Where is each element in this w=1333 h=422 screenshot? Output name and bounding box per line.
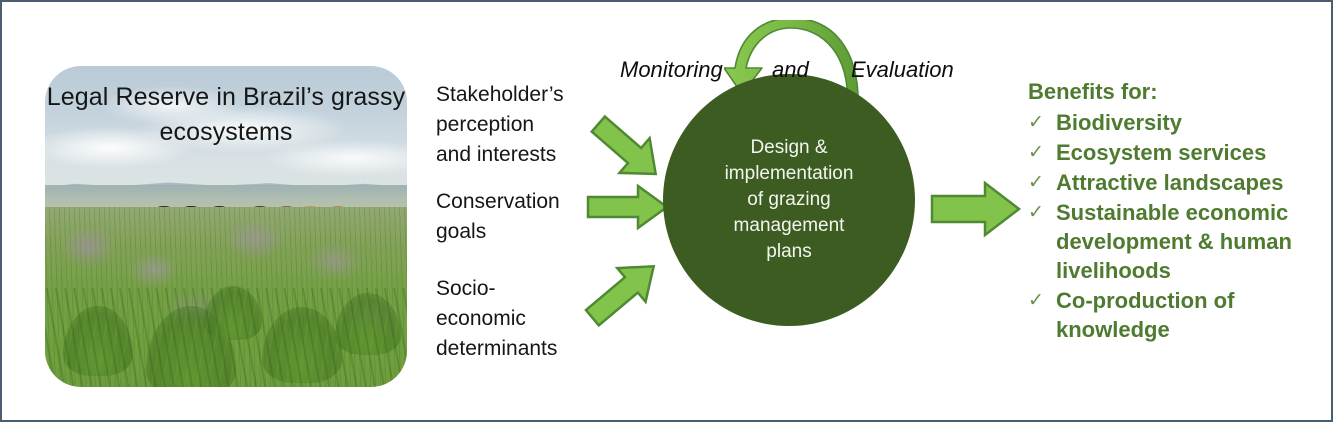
grass-tussock — [63, 306, 134, 377]
input-label-socio-economic-determinants: Socio- economic determinants — [436, 277, 558, 360]
grass-tussock — [146, 305, 237, 387]
benefit-item-biodiversity: ✓ Biodiversity — [1028, 108, 1328, 137]
arrow-right-icon — [586, 184, 670, 230]
benefits-panel: Benefits for: ✓ Biodiversity ✓ Ecosystem… — [1028, 78, 1328, 345]
photo-caption: Legal Reserve in Brazil’s grassy ecosyst… — [46, 83, 406, 146]
label-and: and — [772, 57, 809, 82]
benefits-title: Benefits for: — [1028, 79, 1158, 104]
benefit-item-co-production-of-knowledge: ✓ Co-production of knowledge — [1028, 286, 1328, 344]
benefit-label: Attractive landscapes — [1056, 170, 1284, 195]
check-icon: ✓ — [1028, 142, 1044, 163]
label-evaluation: Evaluation — [851, 57, 954, 82]
photo-grassland — [45, 207, 407, 387]
monitoring-evaluation-arc-arrow-icon — [724, 20, 859, 112]
benefit-label: Ecosystem services — [1056, 140, 1267, 165]
benefit-label: Sustainable economic development & human… — [1056, 200, 1292, 283]
benefit-item-attractive-landscapes: ✓ Attractive landscapes — [1028, 168, 1328, 197]
benefit-label: Co-production of knowledge — [1056, 288, 1235, 342]
arrow-diagonal-down-right-icon — [589, 114, 658, 176]
central-process-label: Design & implementation of grazing manag… — [724, 137, 854, 262]
check-icon: ✓ — [1028, 202, 1044, 223]
grass-tussock — [262, 307, 343, 384]
grass-tussock — [204, 286, 263, 341]
photo-hills — [45, 184, 407, 211]
benefit-item-sustainable-economic-development: ✓ Sustainable economic development & hum… — [1028, 198, 1328, 285]
central-process-circle: Design & implementation of grazing manag… — [663, 74, 915, 326]
check-icon: ✓ — [1028, 172, 1044, 193]
input-label-stakeholders-perception: Stakeholder’s perception and interests — [436, 83, 564, 166]
legal-reserve-photo: Legal Reserve in Brazil’s grassy ecosyst… — [45, 66, 407, 387]
check-icon: ✓ — [1028, 290, 1044, 311]
benefit-label: Biodiversity — [1056, 110, 1182, 135]
arrow-right-large-icon — [930, 180, 1022, 238]
input-label-conservation-goals: Conservation goals — [436, 190, 560, 243]
check-icon: ✓ — [1028, 112, 1044, 133]
grass-tussock — [334, 292, 401, 355]
arrow-diagonal-up-right-icon — [584, 264, 656, 328]
label-monitoring: Monitoring — [620, 57, 723, 82]
benefit-item-ecosystem-services: ✓ Ecosystem services — [1028, 138, 1328, 167]
photo-sky — [45, 66, 407, 198]
